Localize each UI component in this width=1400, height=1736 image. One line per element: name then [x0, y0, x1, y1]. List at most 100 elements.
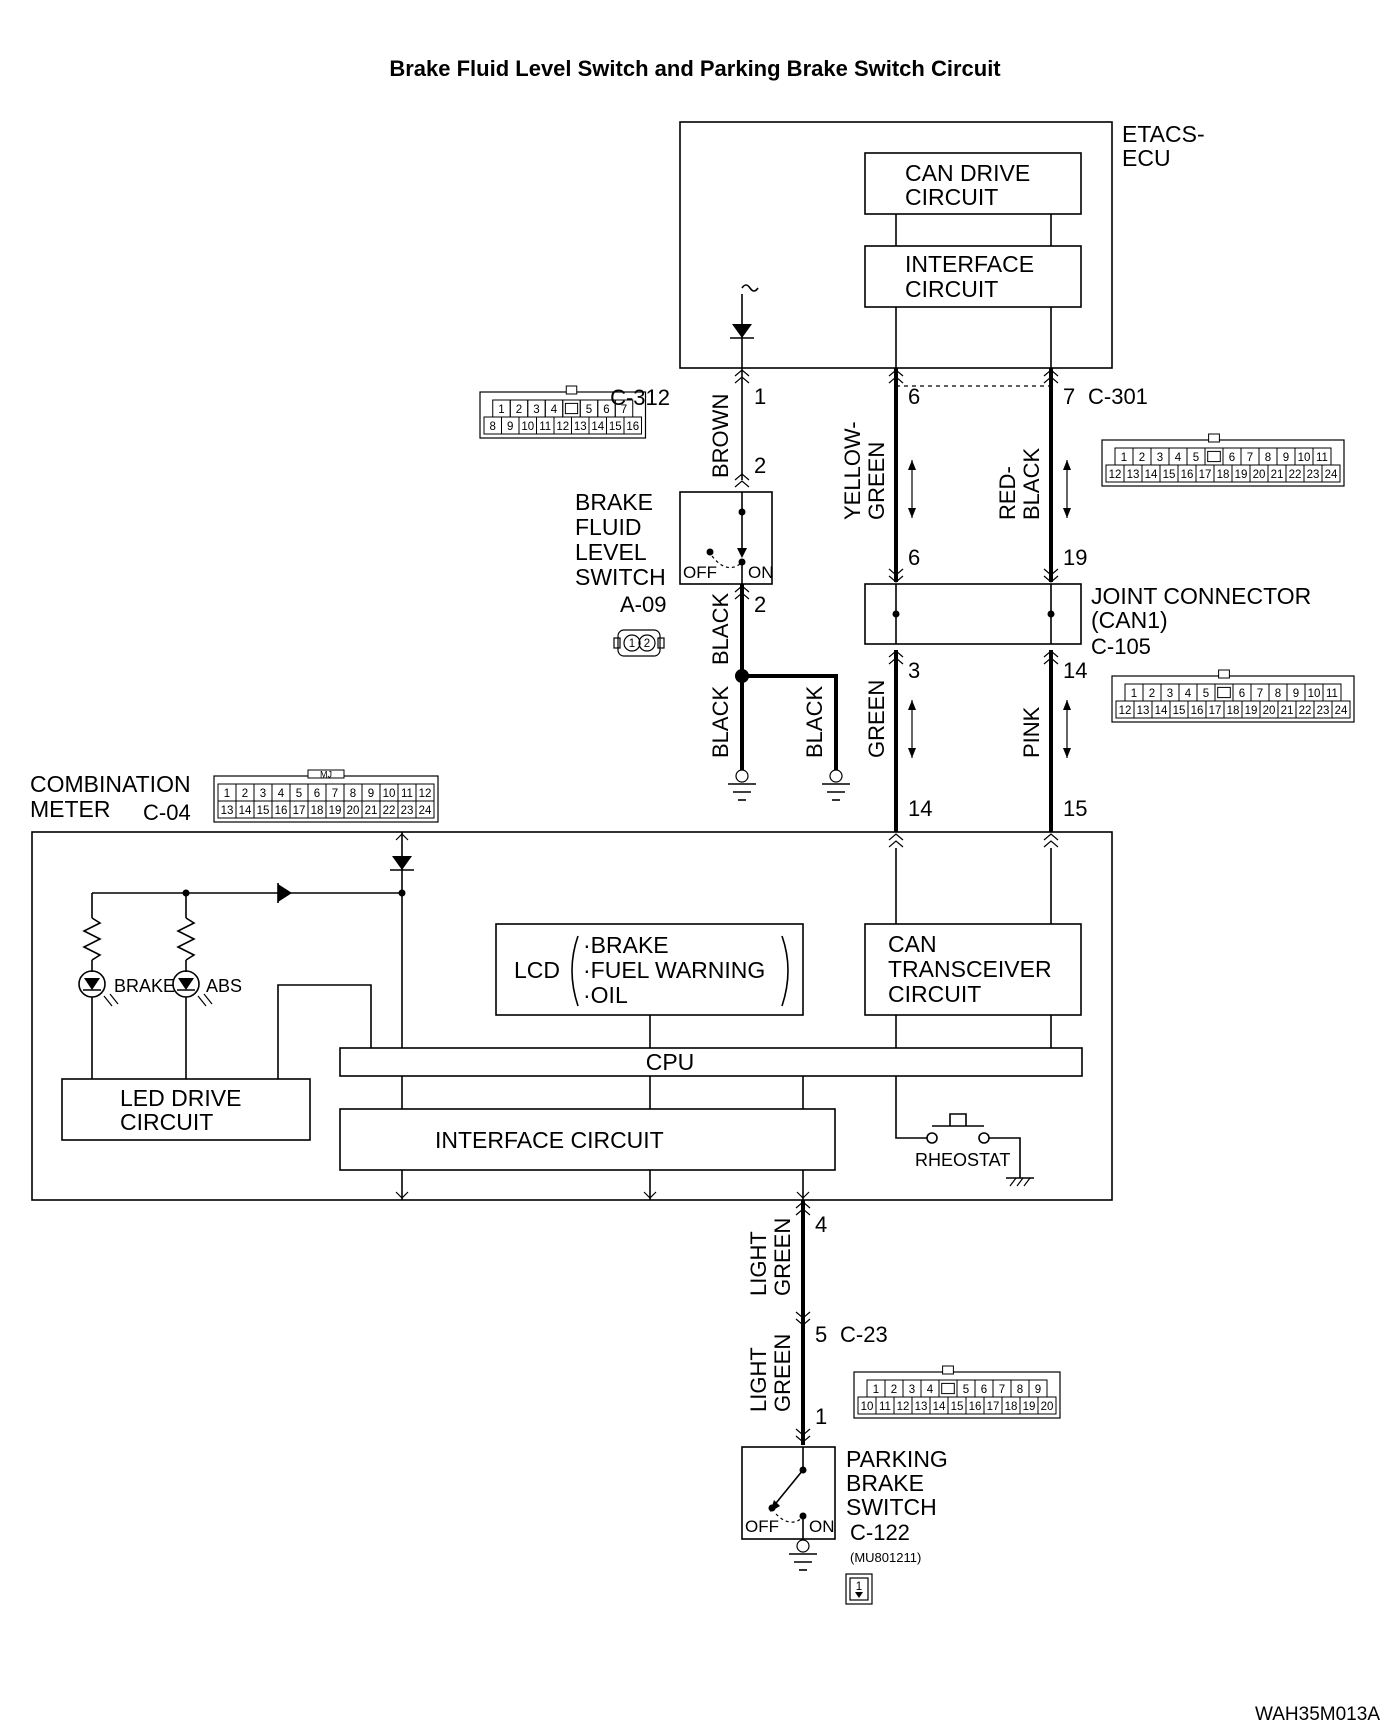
c04-pin: 19 — [329, 805, 342, 817]
a09-pin-2: 2 — [644, 638, 650, 650]
c312-pin: 10 — [521, 421, 534, 433]
wire-green-label: GREEN — [864, 680, 889, 758]
rheostat-switch — [895, 1076, 1034, 1187]
joint-connector-can1 — [864, 583, 1082, 645]
c105-pin: 1 — [1131, 688, 1137, 700]
c23-pin: 9 — [1035, 1384, 1041, 1396]
etacs-interface-circuit: INTERFACE CIRCUIT — [864, 245, 1082, 308]
c105-pin: 19 — [1245, 705, 1258, 717]
c23-pin: 17 — [987, 1401, 1000, 1413]
c04-pin: 20 — [347, 805, 360, 817]
c105-pin: 20 — [1263, 705, 1276, 717]
c04-pin: 15 — [257, 805, 270, 817]
c04-pin: 3 — [260, 788, 266, 800]
c301-pin: 1 — [1121, 452, 1127, 464]
resistor-icon — [82, 893, 102, 972]
c23-pin: 10 — [861, 1401, 874, 1413]
c301-pin: 4 — [1175, 452, 1182, 464]
c105-pin: 15 — [1173, 705, 1186, 717]
c105-pin: 24 — [1335, 705, 1348, 717]
can-transceiver-label-3: CIRCUIT — [888, 981, 981, 1007]
can-drive-label-1: CAN DRIVE — [905, 160, 1030, 186]
wire-black-2-label: BLACK — [708, 686, 733, 758]
diagram-title: Brake Fluid Level Switch and Parking Bra… — [389, 56, 1001, 81]
pin-a09-2: 2 — [754, 592, 766, 617]
connector-c122: 1 — [845, 1573, 873, 1605]
joint-connector-label-2: (CAN1) — [1091, 607, 1168, 633]
c312-label: C-312 — [610, 385, 670, 410]
c105-pin: 14 — [1155, 705, 1168, 717]
combination-meter-label-2: METER — [30, 796, 111, 822]
c301-pin: 21 — [1271, 469, 1284, 481]
c312-pin: 2 — [516, 404, 522, 416]
combination-meter-label-1: COMBINATION — [30, 771, 191, 797]
led-drive-label-1: LED DRIVE — [120, 1085, 241, 1111]
c23-pin: 7 — [999, 1384, 1005, 1396]
etacs-interface-label-2: CIRCUIT — [905, 276, 998, 302]
c312-pin: 11 — [539, 421, 551, 433]
c301-pin: 19 — [1235, 469, 1248, 481]
c04-pin: 23 — [401, 805, 414, 817]
meter-interface-label: INTERFACE CIRCUIT — [435, 1127, 664, 1153]
wire-red-black-label-1: RED- — [995, 466, 1020, 520]
parking-switch-off-label: OFF — [745, 1517, 779, 1536]
c105-pin: 16 — [1191, 705, 1204, 717]
c04-pin: 17 — [293, 805, 306, 817]
wire-light-green-1-label-2: GREEN — [770, 1218, 795, 1296]
wire-brown-label: BROWN — [708, 394, 733, 478]
c301-pin: 13 — [1127, 469, 1140, 481]
c04-pin: 9 — [368, 788, 374, 800]
c301-pin: 2 — [1139, 452, 1145, 464]
pin-switch-2-top: 2 — [754, 453, 766, 478]
c23-pin: 12 — [897, 1401, 910, 1413]
c23-label: C-23 — [840, 1322, 888, 1347]
fluid-switch-off-label: OFF — [683, 563, 717, 582]
c23-pin: 3 — [909, 1384, 915, 1396]
c301-pin: 5 — [1193, 452, 1199, 464]
pin-c301-6: 6 — [908, 384, 920, 409]
c23-pin: 18 — [1005, 1401, 1018, 1413]
fluid-switch-label-2: FLUID — [575, 514, 641, 540]
c04-pin: 1 — [224, 788, 230, 800]
etacs-label-1: ETACS- — [1122, 121, 1205, 147]
c301-pin: 7 — [1247, 452, 1253, 464]
parking-switch-label-3: SWITCH — [846, 1494, 937, 1520]
c04-mark: MJ — [320, 770, 332, 780]
c04-pin: 16 — [275, 805, 288, 817]
c04-pin: 12 — [419, 788, 432, 800]
c23-pin: 6 — [981, 1384, 987, 1396]
c301-pin: 9 — [1283, 452, 1289, 464]
c122-pin-1: 1 — [856, 1581, 862, 1593]
ground-icon — [728, 769, 756, 801]
c105-pin: 21 — [1281, 705, 1294, 717]
c23-pin: 14 — [933, 1401, 946, 1413]
lcd-item-brake: ·BRAKE — [583, 932, 669, 958]
c301-pin: 10 — [1298, 452, 1311, 464]
wire-black-1-label: BLACK — [708, 593, 733, 665]
c23-pin: 2 — [891, 1384, 897, 1396]
c04-pin: 18 — [311, 805, 324, 817]
pin-c105-3: 3 — [908, 658, 920, 683]
wire-black-3-label: BLACK — [802, 686, 827, 758]
a09-pin-1: 1 — [629, 638, 635, 650]
c312-pin: 15 — [609, 421, 622, 433]
can-drive-circuit: CAN DRIVE CIRCUIT — [864, 152, 1082, 215]
pin-c122-1: 1 — [815, 1404, 827, 1429]
c105-pin: 18 — [1227, 705, 1240, 717]
c105-pin: 6 — [1239, 688, 1245, 700]
c105-pin: 11 — [1326, 688, 1338, 700]
c301-pin: 23 — [1307, 469, 1320, 481]
etacs-label-2: ECU — [1122, 145, 1171, 171]
c04-pin: 2 — [242, 788, 248, 800]
c301-pin: 24 — [1325, 469, 1338, 481]
lcd-item-oil: ·OIL — [583, 982, 628, 1008]
c04-pin: 21 — [365, 805, 378, 817]
c301-pin: 22 — [1289, 469, 1302, 481]
c105-pin: 17 — [1209, 705, 1222, 717]
c105-pin: 22 — [1299, 705, 1312, 717]
pin-c301-7: 7 — [1063, 384, 1075, 409]
